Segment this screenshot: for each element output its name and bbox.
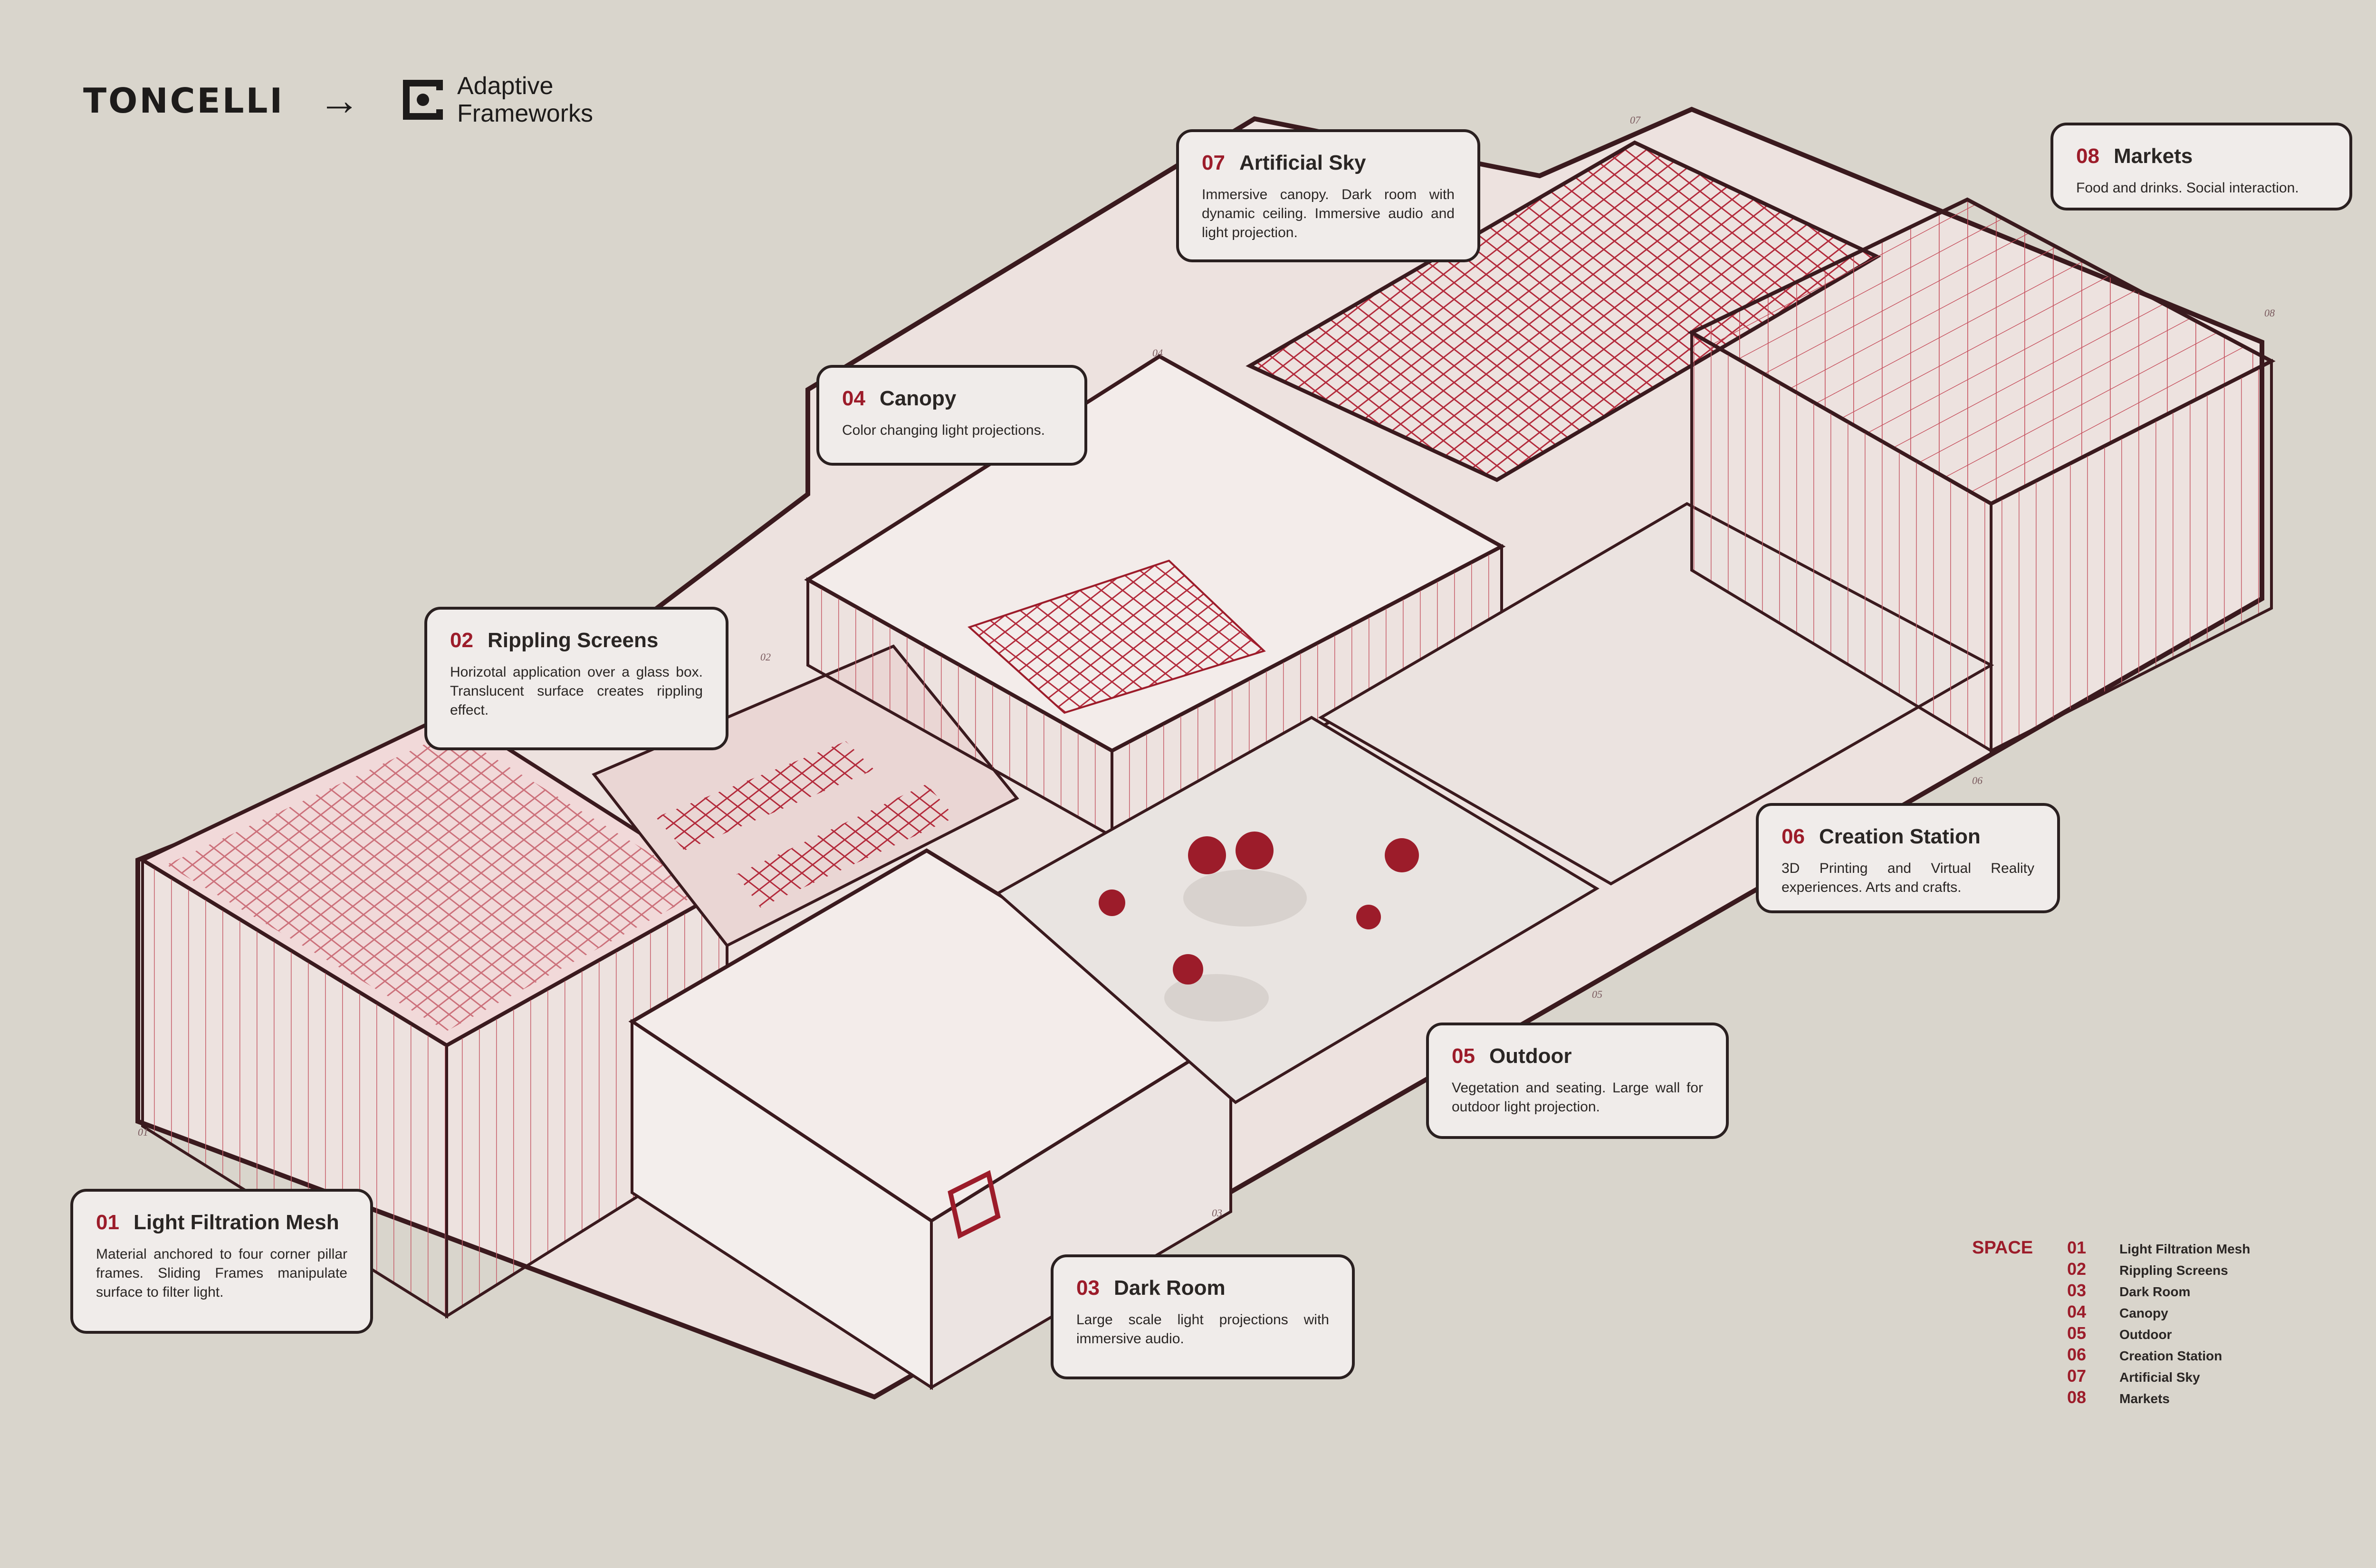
callout-08-markets: 08 Markets Food and drinks. Social intera… (2050, 123, 2352, 210)
block-04-canopy (804, 354, 1506, 839)
plan-tag-07: 07 (1630, 114, 1641, 126)
legend-item: 02 Rippling Screens (2067, 1259, 2228, 1279)
legend-item: 06 Creation Station (2067, 1345, 2222, 1365)
legend-number: 07 (2067, 1366, 2087, 1386)
callout-number: 02 (450, 629, 473, 652)
legend-label: Dark Room (2119, 1284, 2191, 1299)
callout-description: Horizotal application over a glass box. … (450, 664, 703, 718)
callout-number: 03 (1076, 1276, 1100, 1300)
callout-number: 07 (1202, 151, 1225, 174)
callout-number: 05 (1452, 1044, 1475, 1068)
legend-number: 01 (2067, 1238, 2087, 1257)
callout-04-canopy: 04 Canopy Color changing light projection… (816, 365, 1087, 466)
partner-line-1: Adaptive (457, 72, 554, 100)
plan-tag-01: 01 (138, 1126, 148, 1138)
callout-title: Rippling Screens (487, 629, 659, 652)
arrow-right-icon: → (318, 76, 360, 124)
callout-07-artificial-sky: 07 Artificial Sky Immersive canopy. Dark … (1176, 129, 1480, 262)
legend-label: Creation Station (2119, 1348, 2223, 1363)
callout-number: 01 (96, 1211, 119, 1234)
callout-02-rippling-screens: 02 Rippling Screens Horizotal application… (424, 607, 728, 750)
callout-description: Material anchored to four corner pillar … (96, 1246, 347, 1300)
adaptive-frameworks-wordmark: Adaptive Frameworks (457, 72, 593, 127)
legend-item: 01 Light Filtration Mesh (2067, 1238, 2250, 1258)
legend-label: Rippling Screens (2119, 1263, 2228, 1278)
callout-number: 04 (842, 387, 865, 410)
callout-title: Artificial Sky (1239, 151, 1366, 174)
partner-line-2: Frameworks (457, 100, 594, 127)
callout-description: 3D Printing and Virtual Reality experien… (1782, 860, 2034, 895)
block-08-markets (1687, 197, 2276, 754)
legend-label: Outdoor (2119, 1327, 2172, 1342)
callout-description: Large scale light projections with immer… (1076, 1312, 1329, 1347)
callout-title: Markets (2113, 144, 2193, 168)
callout-title: Light Filtration Mesh (133, 1211, 339, 1234)
block-03-dark-room (628, 848, 1235, 1390)
legend-item: 03 Dark Room (2067, 1281, 2190, 1300)
legend-item: 07 Artificial Sky (2067, 1366, 2200, 1386)
legend-number: 03 (2067, 1281, 2087, 1300)
plan-tag-04: 04 (1152, 347, 1163, 359)
plan-tag-05: 05 (1592, 988, 1602, 1000)
legend-number: 04 (2067, 1302, 2087, 1321)
callout-number: 08 (2076, 144, 2099, 168)
legend-number: 08 (2067, 1387, 2087, 1407)
callout-description: Vegetation and seating. Large wall for o… (1452, 1080, 1703, 1115)
callout-description: Food and drinks. Social interaction. (2076, 180, 2299, 196)
legend-label: Light Filtration Mesh (2119, 1242, 2251, 1256)
legend-number: 06 (2067, 1345, 2087, 1364)
legend-label: Canopy (2119, 1306, 2168, 1320)
callout-title: Canopy (879, 387, 957, 410)
callout-title: Creation Station (1819, 825, 1981, 848)
callout-description: Color changing light projections. (842, 422, 1045, 438)
plan-tag-06: 06 (1972, 774, 1983, 786)
plan-tag-08: 08 (2264, 307, 2275, 319)
toncelli-logo: TONCELLI (83, 81, 285, 121)
legend-item: 04 Canopy (2067, 1302, 2168, 1322)
block-05-outdoor (995, 716, 1600, 1104)
callout-06-creation-station: 06 Creation Station 3D Printing and Virtu… (1756, 803, 2060, 913)
callout-01-light-filtration-mesh: 01 Light Filtration Mesh Material anchore… (70, 1189, 373, 1334)
callout-title: Dark Room (1113, 1276, 1226, 1300)
legend-number: 02 (2067, 1259, 2087, 1279)
callout-description: Immersive canopy. Dark room with dynamic… (1202, 187, 1455, 240)
plan-tag-02: 02 (760, 651, 771, 663)
legend-label: Artificial Sky (2119, 1370, 2200, 1385)
plan-tag-03: 03 (1212, 1207, 1222, 1219)
legend-item: 08 Markets (2067, 1387, 2170, 1407)
callout-05-outdoor: 05 Outdoor Vegetation and seating. Large … (1426, 1023, 1729, 1139)
callout-number: 06 (1782, 825, 1805, 848)
callout-title: Outdoor (1489, 1044, 1572, 1068)
legend-number: 05 (2067, 1323, 2087, 1343)
adaptive-frameworks-logo-mark (403, 80, 443, 120)
legend-title: SPACE (1972, 1238, 2033, 1258)
legend-item: 05 Outdoor (2067, 1323, 2172, 1343)
callout-03-dark-room: 03 Dark Room Large scale light projection… (1051, 1254, 1355, 1379)
legend-label: Markets (2119, 1391, 2170, 1406)
